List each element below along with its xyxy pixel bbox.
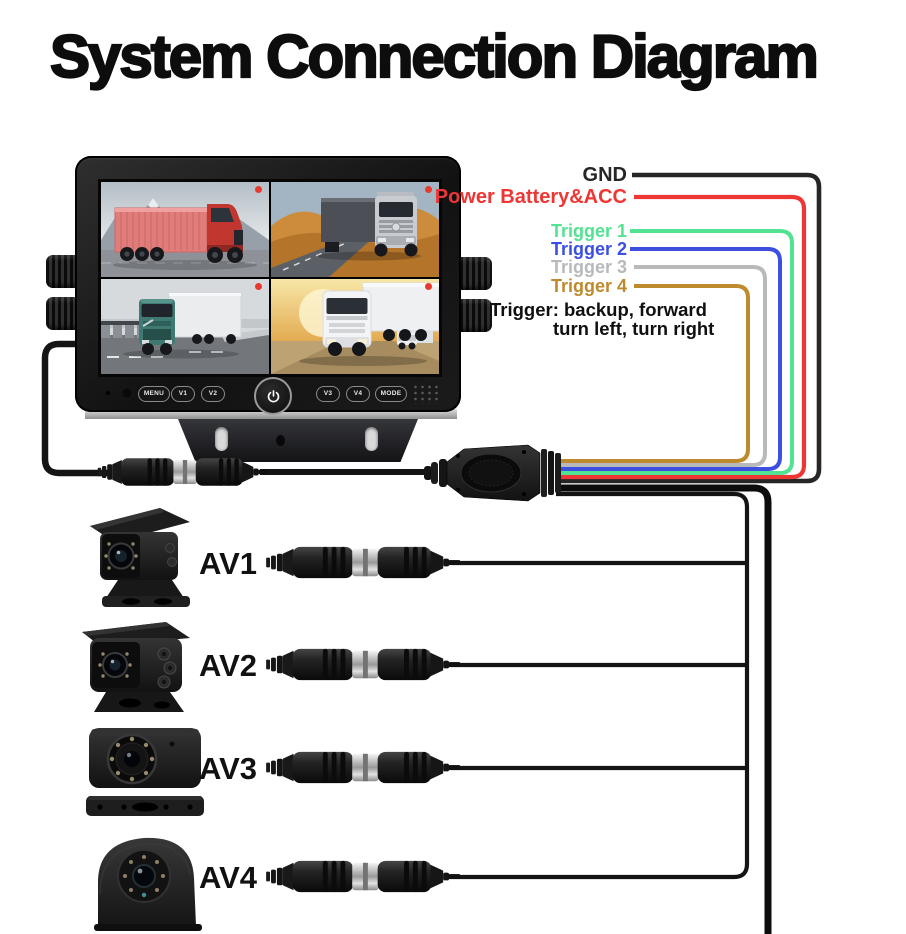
- menu-button: MENU: [138, 386, 170, 402]
- v3-button-label: V3: [323, 389, 333, 397]
- camera-av2: [82, 622, 190, 712]
- trigger-note-line2: turn left, turn right: [553, 318, 715, 339]
- av4-connector: [264, 854, 460, 899]
- wire-trigger4: [560, 284, 750, 463]
- speaker-grille: [412, 384, 440, 404]
- label-power: Power Battery&ACC: [434, 186, 627, 208]
- page-title: System Connection Diagram: [49, 22, 820, 91]
- av3-connector: [264, 745, 460, 790]
- record-indicator-4: [425, 283, 432, 290]
- monitor: MENU V1 V2 V3 V4 MODE: [75, 156, 461, 415]
- mode-button-label: MODE: [380, 389, 402, 397]
- v1-button-label: V1: [178, 389, 188, 397]
- label-trigger-1: Trigger 1: [550, 221, 627, 241]
- v2-button: V2: [201, 386, 225, 402]
- v1-button: V1: [171, 386, 195, 402]
- bracket-slot-left: [215, 427, 228, 451]
- quad3-scene: [101, 279, 269, 374]
- v4-button: V4: [346, 386, 370, 402]
- quad4-scene: [271, 279, 439, 374]
- power-icon: [267, 389, 279, 402]
- camera-av3: [86, 728, 204, 816]
- monitor-aviation-connector: [96, 452, 268, 492]
- channel-label-av3: AV3: [199, 751, 258, 786]
- trunk-cable: [556, 484, 772, 934]
- v3-button: V3: [316, 386, 340, 402]
- v4-button-label: V4: [353, 389, 363, 397]
- monitor-stand-plate: [178, 419, 418, 462]
- monitor-cable: [41, 340, 110, 477]
- quad2-scene: [271, 182, 439, 277]
- quad-view-2: [271, 182, 439, 277]
- mode-button: MODE: [375, 386, 407, 402]
- wire-power: [560, 194, 807, 480]
- wire-trigger3: [560, 265, 767, 467]
- camera-av1: [90, 508, 190, 607]
- bracket-slot-right: [365, 427, 378, 451]
- channel-label-av2: AV2: [199, 648, 258, 683]
- label-trigger-2: Trigger 2: [550, 239, 627, 259]
- wire-trigger1: [560, 229, 794, 475]
- quad-view-4: [271, 279, 439, 374]
- trigger-note-line1: Trigger: backup, forward: [490, 299, 707, 320]
- bracket-hole: [276, 435, 285, 446]
- channel-label-av4: AV4: [199, 860, 258, 895]
- wire-trigger2: [560, 247, 782, 471]
- av2-connector: [264, 642, 460, 687]
- channel-label-av1: AV1: [199, 546, 258, 581]
- wire-gnd: [560, 172, 822, 484]
- label-gnd: GND: [582, 164, 627, 186]
- camera-av4: [94, 837, 202, 931]
- record-indicator-2: [425, 186, 432, 193]
- menu-button-label: MENU: [143, 389, 165, 397]
- quad1-scene: [101, 182, 269, 277]
- camera-bus-cable: [448, 491, 750, 880]
- label-trigger-4: Trigger 4: [550, 276, 627, 296]
- quad-screen: [101, 182, 439, 374]
- harness-breakout-connector: [424, 441, 564, 505]
- power-button: [254, 377, 292, 415]
- quad-view-1: [101, 182, 269, 277]
- label-trigger-3: Trigger 3: [550, 257, 627, 277]
- power-led: [106, 391, 110, 395]
- record-indicator-3: [255, 283, 262, 290]
- v2-button-label: V2: [208, 389, 218, 397]
- av1-connector: [264, 540, 460, 585]
- record-indicator-1: [255, 186, 262, 193]
- quad-view-3: [101, 279, 269, 374]
- ir-sensor: [121, 387, 133, 399]
